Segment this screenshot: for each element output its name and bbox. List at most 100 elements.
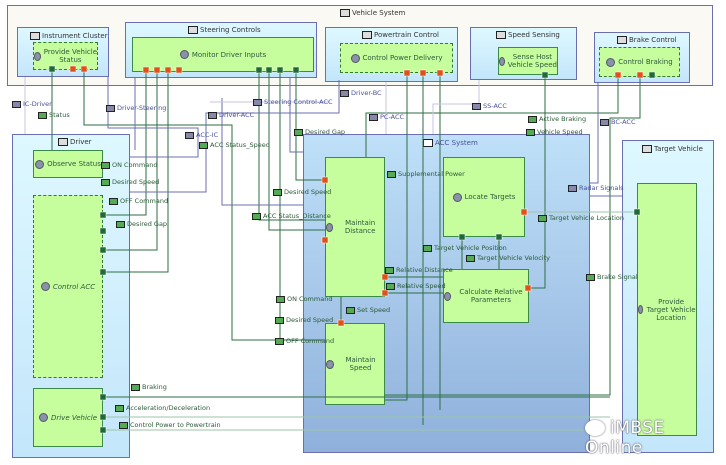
activity-icon <box>452 192 462 202</box>
out-port <box>99 426 107 434</box>
flow-label: OFF Command <box>109 197 168 205</box>
connector-line <box>590 83 599 184</box>
calculate-relative-parameters-activity[interactable]: Calculate Relative Parameters <box>443 269 529 323</box>
connector-line <box>130 80 340 193</box>
maintain-speed-activity[interactable]: Maintain Speed <box>325 323 385 405</box>
title-text: ACC System <box>435 139 478 147</box>
connector-label: ACC Status_Speed <box>199 141 270 149</box>
connector-label: ACC-IC <box>185 131 218 139</box>
sense-host-vehicle-speed-activity[interactable]: Sense Host Vehicle Speed <box>498 47 558 75</box>
in-port <box>495 233 503 241</box>
connector-label: Target Vehicle Location <box>538 214 624 222</box>
activity-label: Monitor Driver Inputs <box>191 50 267 59</box>
title-text: Powertrain Control <box>374 31 439 39</box>
flow-label: Supplemental Power <box>387 170 465 178</box>
activity-label: Drive Vehicle <box>50 413 98 422</box>
brake-control-title: Brake Control <box>617 36 677 44</box>
in-port <box>541 71 549 79</box>
block-icon <box>496 31 506 39</box>
flow-line <box>258 70 325 221</box>
control-power-delivery-activity[interactable]: Control Power Delivery <box>340 43 453 73</box>
flow-label: ACC Status_Distance <box>252 212 331 220</box>
maintain-distance-activity[interactable]: Maintain Distance <box>325 157 385 297</box>
out-port <box>321 176 329 184</box>
out-port <box>520 208 528 216</box>
activity-icon <box>38 413 48 422</box>
in-port <box>633 208 641 216</box>
activity-icon <box>606 57 616 67</box>
connector-label: Vehicle Speed <box>526 128 583 136</box>
in-port <box>292 66 300 74</box>
watermark: iMBSE Online <box>585 418 726 458</box>
connector-label: Desired Gap <box>294 128 345 136</box>
flow-label: Desired Speed <box>273 188 331 196</box>
activity-label: Observe Status <box>47 160 101 168</box>
activity-label: Control Power Delivery <box>362 54 443 62</box>
activity-label: Locate Targets <box>464 193 516 201</box>
locate-targets-activity[interactable]: Locate Targets <box>443 157 525 237</box>
flow-label: ON Command <box>276 295 332 303</box>
activity-icon <box>35 159 45 169</box>
connector-label: Steering Control-ACC <box>253 98 333 106</box>
flow-line <box>461 237 500 269</box>
in-port <box>48 65 56 73</box>
activity-icon <box>179 50 189 59</box>
instrument-cluster-title: Instrument Cluster <box>30 32 108 40</box>
flow-label: Relative Distance <box>385 266 453 274</box>
flow-line <box>83 70 325 341</box>
monitor-driver-inputs-activity[interactable]: Monitor Driver Inputs <box>132 37 314 72</box>
activity-icon <box>326 359 335 369</box>
activity-label: Calculate Relative Parameters <box>459 288 523 304</box>
connector-label: PC-ACC <box>369 113 404 121</box>
drive-vehicle-activity[interactable]: Drive Vehicle <box>33 388 103 447</box>
activity-icon <box>350 53 360 63</box>
block-icon <box>58 138 68 146</box>
out-port <box>153 66 161 74</box>
out-port <box>614 71 622 79</box>
provide-target-vehicle-location-activity[interactable]: Provide Target Vehicle Location <box>637 183 697 436</box>
activity-icon <box>444 291 451 301</box>
connector-label: Driver-ACC <box>208 111 254 119</box>
title-text: Brake Control <box>629 36 677 44</box>
in-port <box>265 66 273 74</box>
connector-label: Radar Signals <box>568 184 624 192</box>
control-acc-activity[interactable]: Control ACC <box>33 195 103 378</box>
activity-label: Maintain Distance <box>344 219 376 235</box>
control-braking-activity[interactable]: Control Braking <box>599 47 680 77</box>
flow-label: Control Power to Powertrain <box>119 421 221 429</box>
provide-vehicle-status-activity[interactable]: Provide Vehicle Status <box>33 42 98 70</box>
flow-label: Braking <box>131 383 167 391</box>
flow-label: OFF Command <box>275 337 334 345</box>
title-text: Driver <box>70 138 92 146</box>
in-port <box>99 246 107 254</box>
out-port <box>636 71 644 79</box>
out-port <box>337 319 345 327</box>
out-port <box>175 66 183 74</box>
flow-label: Relative Speed <box>386 282 446 290</box>
out-port <box>80 65 88 73</box>
out-port <box>99 393 107 401</box>
flow-line <box>103 70 169 273</box>
block-icon <box>188 26 198 34</box>
observe-status-activity[interactable]: Observe Status <box>33 150 103 178</box>
out-port <box>381 289 389 297</box>
out-port <box>419 69 427 77</box>
connector-line <box>221 98 303 206</box>
activity-icon <box>326 222 334 232</box>
wechat-icon <box>585 420 605 436</box>
activity-label: Maintain Speed <box>345 356 376 372</box>
flow-label: Target Vehicle Velocity <box>466 254 550 262</box>
connector-label: Driver-BC <box>340 89 382 97</box>
block-icon <box>362 31 372 39</box>
flow-label: Set Speed <box>346 306 390 314</box>
flow-label: Target Vehicle Position <box>423 244 507 252</box>
title-text: Instrument Cluster <box>42 32 108 40</box>
out-port <box>524 284 532 292</box>
flow-line <box>103 70 147 216</box>
activity-label: Control ACC <box>52 282 96 291</box>
activity-icon <box>499 56 505 66</box>
activity-label: Provide Vehicle Status <box>43 48 97 64</box>
connector-label: BC-ACC <box>600 118 636 126</box>
flow-label: Desired Gap <box>116 220 167 228</box>
